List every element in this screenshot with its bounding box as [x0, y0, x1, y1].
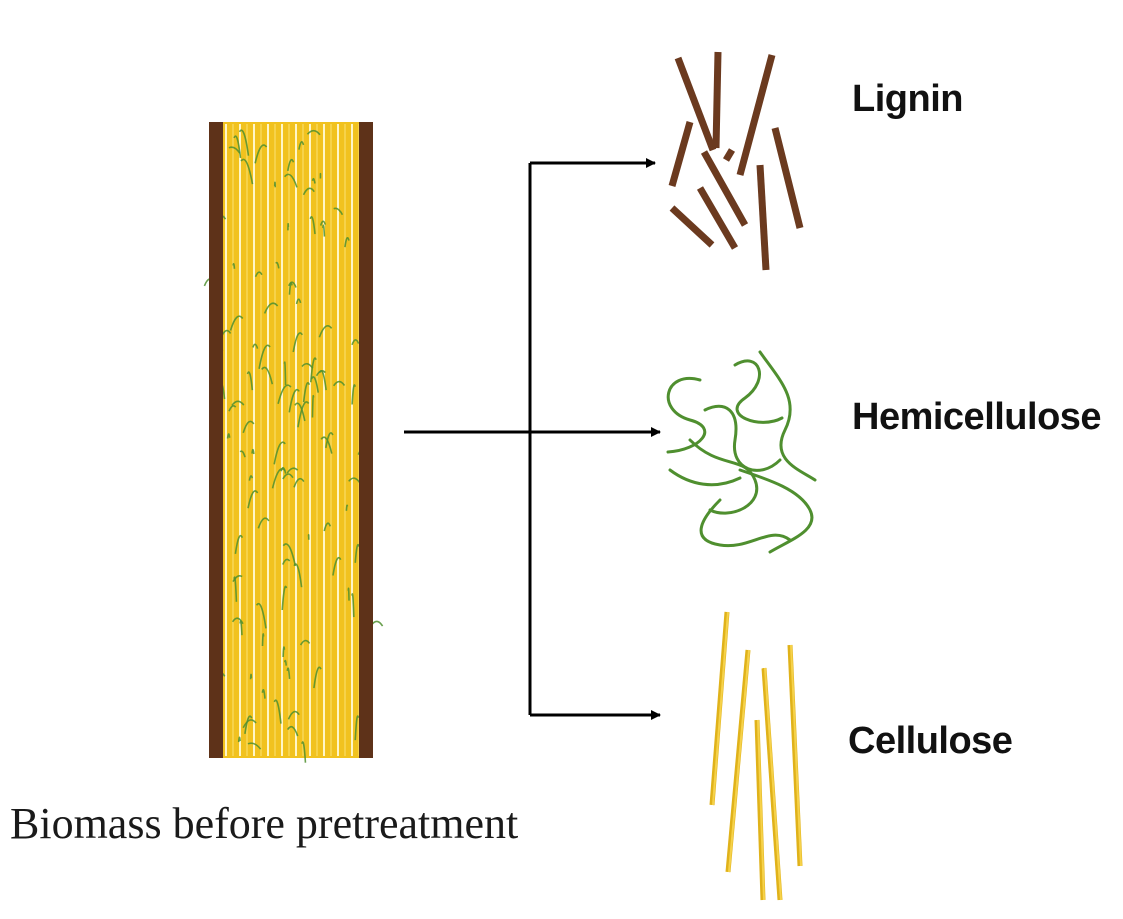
lignin-stick [716, 52, 718, 148]
separation-arrows [404, 163, 660, 715]
hemicellulose-strand [348, 588, 349, 600]
lignin-stick [672, 122, 690, 186]
lignin-sticks [672, 52, 800, 270]
hemicellulose-strand [740, 470, 812, 552]
lignin-label: Lignin [852, 78, 963, 121]
lignin-stick [726, 150, 732, 160]
hemicellulose-strand [670, 470, 740, 485]
lignin-stick [740, 55, 772, 175]
biomass-lignin-wall-left [209, 122, 223, 758]
lignin-stick [760, 165, 766, 270]
hemicellulose-strand [760, 352, 815, 480]
biomass-caption: Biomass before pretreatment [10, 798, 518, 849]
hemicellulose-strand [251, 674, 252, 679]
cellulose-fibre-highlight [765, 668, 781, 900]
cellulose-fibre-highlight [713, 612, 728, 805]
biomass-core [222, 122, 362, 758]
lignin-stick [672, 208, 712, 245]
hemicellulose-strand [690, 440, 757, 513]
biomass-lignin-wall-right [359, 122, 373, 758]
lignin-stick [775, 128, 800, 228]
hemicellulose-tangle [668, 352, 815, 552]
hemicellulose-strand [275, 182, 276, 187]
cellulose-fibre-highlight [729, 650, 749, 872]
cellulose-fibres [712, 612, 801, 900]
lignin-stick [704, 152, 745, 225]
biomass-block [204, 122, 382, 763]
hemicellulose-strand [668, 378, 705, 452]
cellulose-label: Cellulose [848, 720, 1012, 763]
hemicellulose-label: Hemicellulose [852, 396, 1101, 439]
hemicellulose-strand [371, 621, 382, 626]
